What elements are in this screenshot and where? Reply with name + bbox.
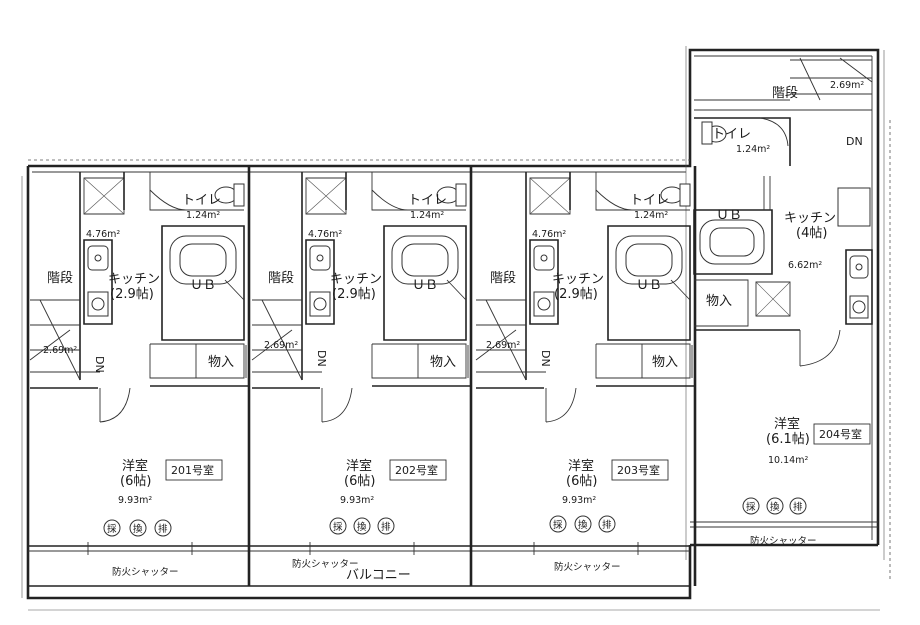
kitchen-label: キッチン: [784, 211, 836, 226]
vent-exhaust-icon: 排: [602, 519, 612, 531]
room-number: 204号室: [819, 427, 862, 441]
stairs-label: 階段: [490, 271, 516, 286]
entry-area: 4.76m²: [86, 229, 120, 240]
vent-intake-icon: 採: [553, 519, 563, 531]
toilet-label: トイレ: [408, 193, 447, 208]
vent-exchange-icon: 換: [578, 519, 588, 531]
vent-exhaust-icon: 排: [158, 523, 168, 535]
kitchen-size: (2.9帖): [332, 287, 376, 302]
western-room-label: 洋室: [568, 458, 594, 474]
stairs-label: 階段: [268, 271, 294, 286]
storage-label: 物入: [430, 355, 456, 370]
vent-exchange-icon: 換: [357, 521, 367, 533]
kitchen-area: 6.62m²: [788, 260, 822, 271]
outer-walls: [21, 46, 891, 611]
toilet-area: 1.24m²: [410, 210, 444, 221]
ub-label: ＵＢ: [636, 278, 662, 293]
fire-shutter-label: 防火シャッター: [292, 558, 359, 570]
balcony-line: [28, 521, 878, 587]
vent-intake-icon: 採: [107, 523, 117, 535]
western-room-size: (6帖): [344, 474, 375, 489]
toilet-label: トイレ: [630, 193, 669, 208]
room-number: 202号室: [395, 463, 438, 477]
western-room-area: 10.14m²: [768, 455, 808, 466]
western-room-label: 洋室: [346, 458, 372, 474]
toilet-area: 1.24m²: [736, 144, 770, 155]
vent-exchange-icon: 換: [133, 523, 143, 535]
western-room-size: (6帖): [566, 474, 597, 489]
stair-area: 2.69m²: [43, 345, 77, 356]
kitchen-label: キッチン: [552, 272, 604, 287]
toilet-area: 1.24m²: [186, 210, 220, 221]
western-room-label: 洋室: [122, 458, 148, 474]
kitchen-size: (2.9帖): [110, 287, 154, 302]
dn-label: DN: [846, 135, 863, 148]
dn-label: DN: [539, 350, 552, 367]
vent-intake-icon: 採: [746, 501, 756, 513]
unit-201: [29, 166, 251, 586]
stair-area: 2.69m²: [486, 340, 520, 351]
ub-label: ＵＢ: [190, 278, 216, 293]
stair-area: 2.69m²: [264, 340, 298, 351]
vent-exchange-icon: 換: [770, 501, 780, 513]
dn-label: DN: [315, 350, 328, 367]
ub-label: ＵＢ: [412, 278, 438, 293]
storage-label: 物入: [706, 294, 732, 309]
fire-shutter-label: 防火シャッター: [112, 566, 179, 578]
balcony-label: バルコニー: [346, 568, 411, 583]
kitchen-label: キッチン: [330, 272, 382, 287]
dn-label: DN: [93, 356, 106, 373]
kitchen-size: (4帖): [796, 226, 827, 241]
labels-unit-203: 階段 2.69m² DN トイレ 1.24m² 4.76m² キッチン (2.9…: [486, 193, 678, 573]
entry-area: 4.76m²: [308, 229, 342, 240]
vent-exhaust-icon: 排: [381, 521, 391, 533]
room-number: 203号室: [617, 463, 660, 477]
stairs-label: 階段: [47, 271, 73, 286]
vent-intake-icon: 採: [333, 521, 343, 533]
storage-label: 物入: [652, 355, 678, 370]
kitchen-label: キッチン: [108, 272, 160, 287]
vent-exhaust-icon: 排: [793, 501, 803, 513]
stairs-label: 階段: [772, 86, 798, 101]
western-room-size: (6.1帖): [766, 432, 810, 447]
kitchen-size: (2.9帖): [554, 287, 598, 302]
western-room-size: (6帖): [120, 474, 151, 489]
unit-204: [693, 57, 873, 367]
western-room-area: 9.93m²: [118, 495, 152, 506]
ub-label: ＵＢ: [716, 208, 742, 223]
western-room-label: 洋室: [774, 416, 800, 432]
fire-shutter-label: 防火シャッター: [750, 535, 817, 547]
western-room-area: 9.93m²: [562, 495, 596, 506]
room-number: 201号室: [171, 463, 214, 477]
labels-unit-202: 階段 2.69m² DN トイレ 1.24m² 4.76m² キッチン (2.9…: [264, 193, 456, 583]
labels-unit-204: 階段 2.69m² DN トイレ 1.24m² ＵＢ キッチン (4帖) 6.6…: [706, 80, 871, 547]
storage-label: 物入: [208, 355, 234, 370]
labels-unit-201: 階段 2.69m² DN トイレ 1.24m² 4.76m² キッチン (2.9…: [43, 193, 234, 578]
toilet-label: トイレ: [712, 127, 751, 142]
fire-shutter-label: 防火シャッター: [554, 561, 621, 573]
entry-area: 4.76m²: [532, 229, 566, 240]
toilet-area: 1.24m²: [634, 210, 668, 221]
toilet-label: トイレ: [182, 193, 221, 208]
stair-area: 2.69m²: [830, 80, 864, 91]
western-room-area: 9.93m²: [340, 495, 374, 506]
